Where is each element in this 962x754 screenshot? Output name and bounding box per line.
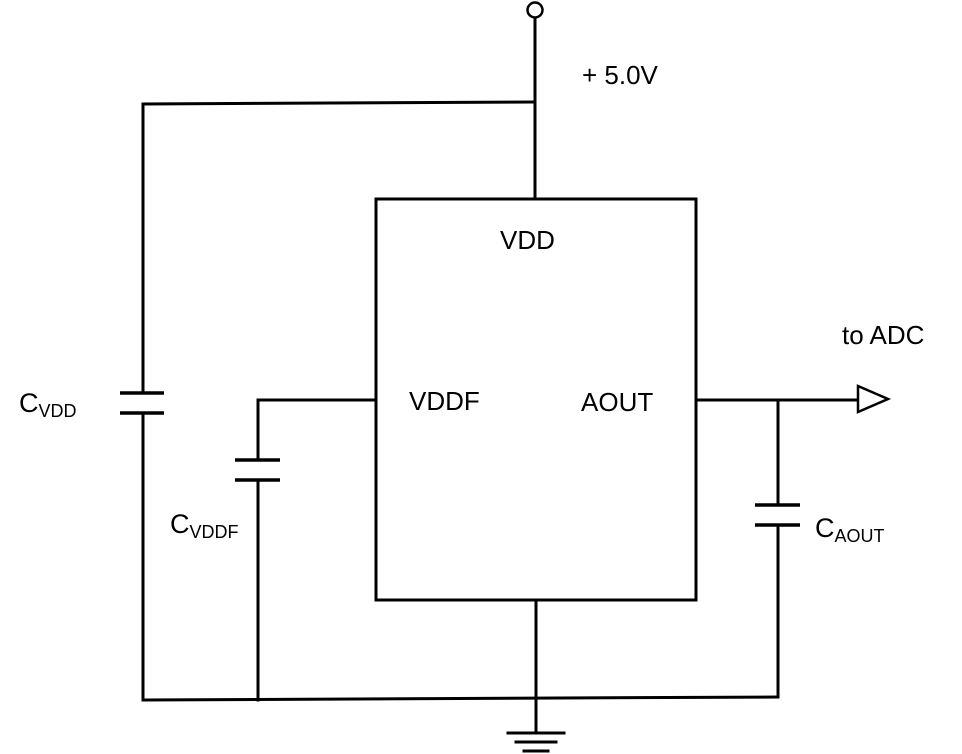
pin-label-vdd: VDD bbox=[500, 225, 555, 255]
cvdd-top-wire bbox=[141, 100, 537, 395]
capacitor-subscript: VDDF bbox=[189, 522, 239, 542]
capacitor-cvdd bbox=[120, 391, 164, 415]
pin-label-aout: AOUT bbox=[581, 387, 654, 417]
supply-terminal bbox=[526, 1, 544, 19]
capacitor-label-caout: CAOUT bbox=[815, 513, 885, 546]
capacitor-subscript: AOUT bbox=[834, 526, 885, 546]
capacitor-label-cvdd: CVDD bbox=[19, 388, 77, 421]
output-arrow-icon bbox=[856, 384, 892, 414]
ground-rail bbox=[141, 695, 780, 702]
capacitor-symbol-letter: C bbox=[170, 509, 190, 539]
vddf-wire bbox=[256, 398, 378, 462]
supply-voltage-label: + 5.0V bbox=[582, 60, 658, 90]
pin-label-vddf: VDDF bbox=[409, 386, 480, 416]
capacitor-symbol-letter: C bbox=[815, 513, 835, 543]
capacitor-subscript: VDD bbox=[38, 401, 77, 421]
capacitor-cvddf bbox=[235, 458, 280, 482]
output-destination-label: to ADC bbox=[842, 320, 925, 350]
ground-icon bbox=[506, 731, 566, 753]
capacitor-label-cvddf: CVDDF bbox=[170, 509, 239, 542]
capacitor-symbol-letter: C bbox=[19, 388, 39, 418]
capacitor-caout bbox=[755, 503, 800, 527]
